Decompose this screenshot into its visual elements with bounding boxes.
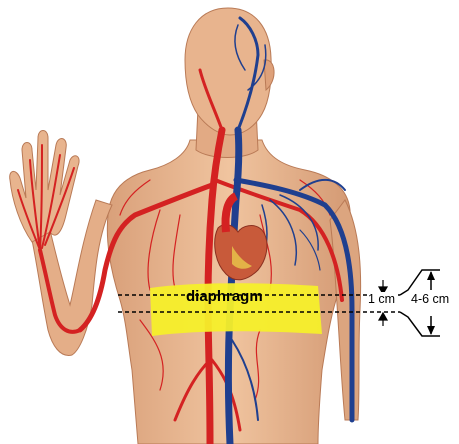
small-distance-label: 1 cm: [367, 292, 396, 306]
right-arm: [330, 200, 361, 420]
up-arrow-head: [427, 271, 435, 280]
down-arrow-head: [427, 326, 435, 335]
diaphragm-label: diaphragm: [186, 288, 263, 305]
large-distance-label: 4-6 cm: [410, 292, 450, 306]
body-silhouette: [10, 8, 361, 444]
